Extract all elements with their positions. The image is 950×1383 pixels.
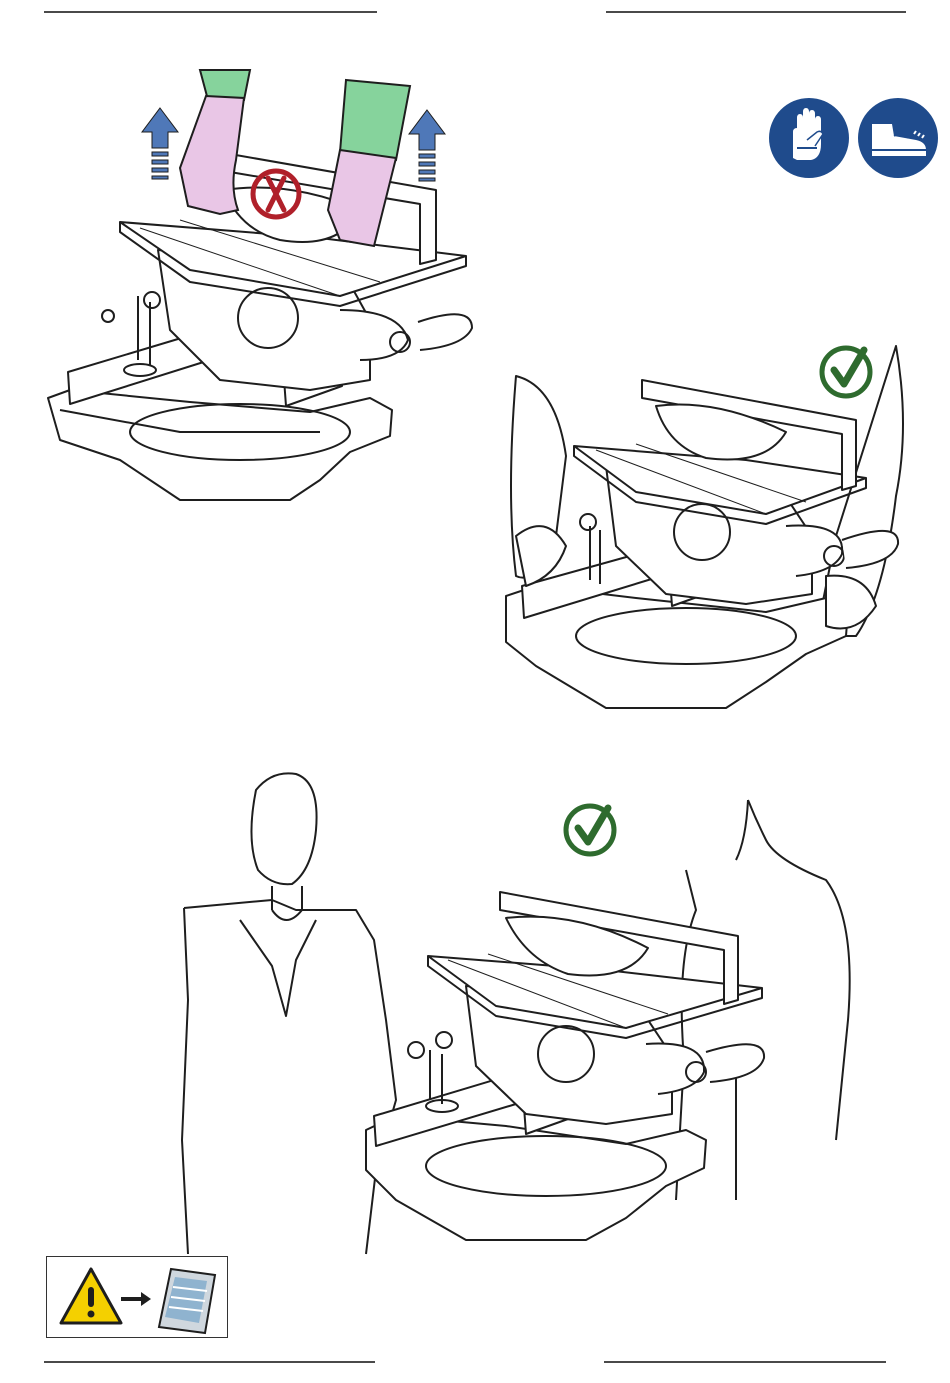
warning-triangle-icon <box>61 1269 121 1323</box>
panel-lift-by-table-wrong <box>40 60 480 520</box>
right-sleeve <box>340 80 410 160</box>
manual-booklet-icon <box>159 1269 215 1333</box>
header-rule-left <box>44 11 377 13</box>
footer-rule-right <box>604 1361 886 1363</box>
up-arrow-icon <box>142 108 178 179</box>
left-glove <box>180 96 244 214</box>
read-manual-warning-box <box>46 1256 228 1338</box>
right-glove <box>328 150 396 246</box>
arrow-right-icon <box>121 1292 151 1306</box>
panel-lift-by-base-correct <box>496 336 916 720</box>
gloves-icon <box>767 96 851 180</box>
checkmark-icon <box>822 348 870 396</box>
panel-two-person-carry-correct <box>176 760 866 1255</box>
header-rule-right <box>606 11 906 13</box>
up-arrow-icon <box>409 110 445 181</box>
safety-boot-icon <box>856 96 940 180</box>
checkmark-icon <box>566 806 614 854</box>
footer-rule-left <box>44 1361 375 1363</box>
